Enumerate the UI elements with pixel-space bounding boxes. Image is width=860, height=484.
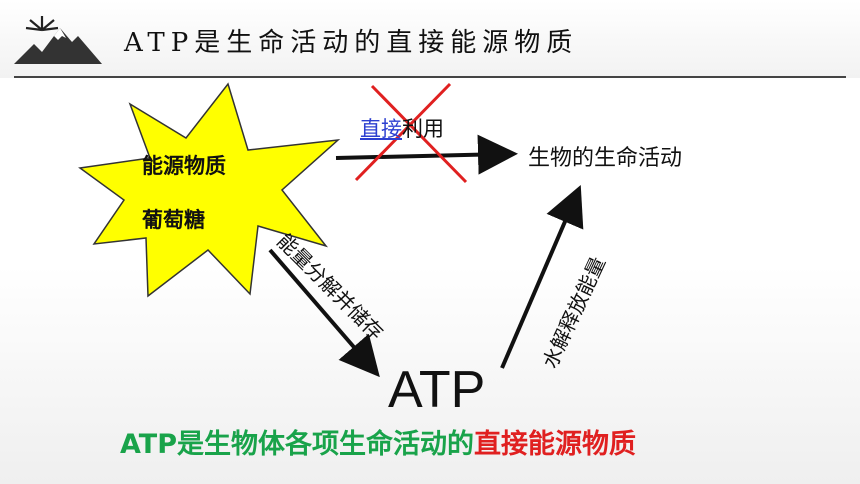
conclusion-text: ATP是生物体各项生命活动的直接能源物质 [120,422,636,461]
conclusion-part-green: ATP是生物体各项生命活动的 [120,429,475,460]
atp-label: ATP [388,361,486,419]
source-label-glucose: 葡萄糖 [142,208,205,232]
store-energy-arrow [268,248,380,378]
release-energy-arrow [500,184,584,369]
mountain-logo-icon [14,16,102,64]
direct-use-rest: 利用 [402,117,444,141]
header-bar [0,0,860,78]
cross-mark-line-b [354,82,452,182]
energy-starburst-shape [78,82,341,298]
source-label-energy: 能源物质 [142,154,226,178]
page-title: ATP是生命活动的直接能源物质 [124,28,579,58]
target-label: 生物的生命活动 [528,146,683,171]
conclusion-part-red: 直接能源物质 [474,429,637,460]
direct-link[interactable]: 直接 [360,117,402,141]
direct-use-arrow [335,134,518,175]
direct-use-label: 直接利用 [360,113,444,143]
cross-mark-line-a [370,84,468,184]
header-divider [14,76,846,78]
